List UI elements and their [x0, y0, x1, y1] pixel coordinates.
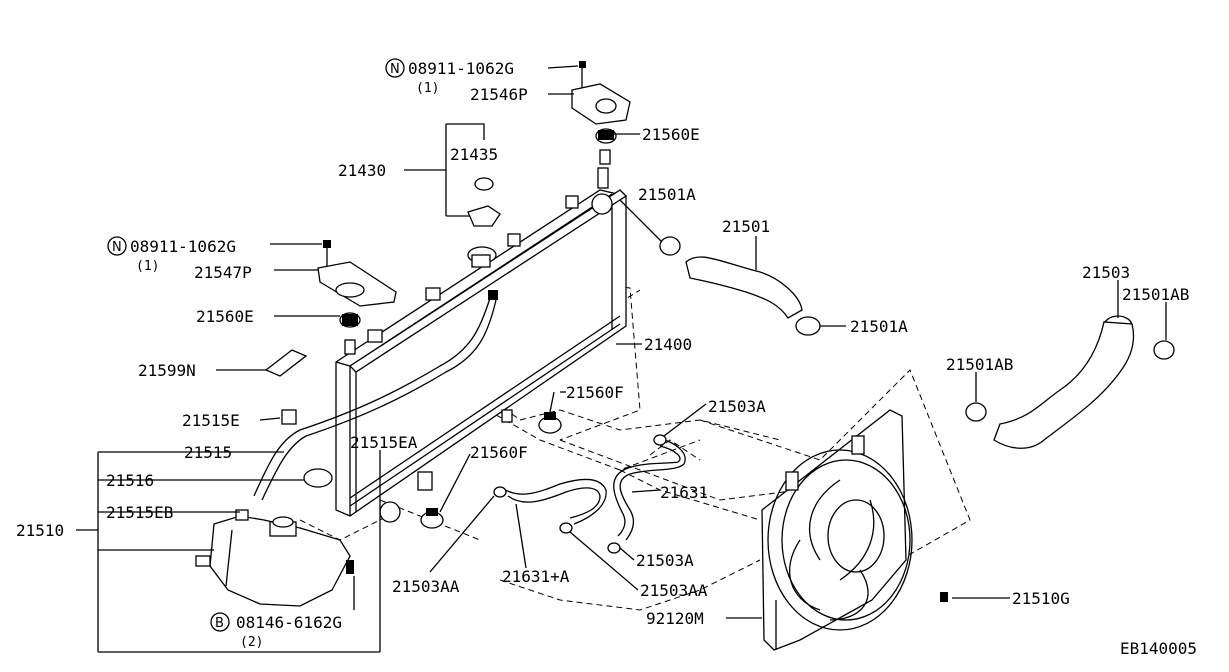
label-mount-top: 21560E	[642, 125, 700, 144]
n-symbol-circle-top	[385, 58, 405, 78]
reservoir-tank	[195, 509, 354, 607]
cap-assembly	[445, 123, 501, 227]
label-mount-left: 21560E	[196, 307, 254, 326]
fan-shroud	[761, 409, 948, 651]
label-cap-assy: 21430	[338, 161, 386, 180]
diagram-code: EB140005	[1120, 639, 1197, 658]
label-n-bolt-left-qty: (1)	[136, 259, 159, 274]
label-clip-21515e: 21515E	[182, 411, 240, 430]
label-drain-hose-a: 21631+A	[502, 567, 570, 586]
label-drain-hose: 21631	[660, 483, 708, 502]
label-cap-seal: 21435	[450, 145, 498, 164]
top-bracket-assembly	[571, 61, 631, 165]
label-reservoir-cap: 21516	[106, 471, 154, 490]
label-reservoir-hose-ea: 21515EA	[350, 433, 418, 452]
label-clamp-21503a-top: 21503A	[708, 397, 766, 416]
label-n-bolt-top-qty: (1)	[416, 81, 439, 96]
label-radiator: 21400	[644, 335, 692, 354]
label-upper-clamp-b: 21501A	[850, 317, 908, 336]
label-fan-shroud: 92120M	[646, 609, 704, 628]
label-lower-hose: 21503	[1082, 263, 1130, 282]
label-lower-clamp-ab-top: 21501AB	[1122, 285, 1189, 304]
reservoir-cap-part	[303, 468, 333, 488]
b-symbol: B	[215, 616, 224, 631]
label-clamp-21503aa-left: 21503AA	[392, 577, 460, 596]
left-bracket-assembly	[317, 240, 397, 355]
label-n-bolt-left: 08911-1062G	[130, 237, 236, 256]
label-bracket-left: 21547P	[194, 263, 252, 282]
label-upper-clamp-a: 21501A	[638, 185, 696, 204]
part-labels: N 08911-1062G (1) 21546P 21560E 21430 21…	[16, 58, 1197, 658]
label-shroud-bolt: 21510G	[1012, 589, 1070, 608]
lower-mounts	[420, 412, 562, 529]
label-mount-f2: 21560F	[470, 443, 528, 462]
n-symbol-circle-left	[107, 236, 127, 256]
label-plate	[264, 349, 308, 377]
label-b-bolt: 08146-6162G	[236, 613, 342, 632]
label-reservoir-hose: 21515	[184, 443, 232, 462]
label-b-bolt-qty: (2)	[240, 635, 263, 650]
leader-lines	[76, 65, 1167, 653]
n-symbol-top: N	[390, 62, 400, 77]
n-symbol-left: N	[112, 240, 122, 255]
drain-hoses	[493, 434, 686, 554]
label-plate-21599n: 21599N	[138, 361, 196, 380]
label-clamp-21503a-bottom: 21503A	[636, 551, 694, 570]
label-clamp-21503aa-right: 21503AA	[640, 581, 708, 600]
label-upper-hose: 21501	[722, 217, 770, 236]
reservoir-hose	[253, 290, 498, 501]
label-n-bolt-top: 08911-1062G	[408, 59, 514, 78]
b-symbol-circle	[210, 612, 230, 632]
label-lower-clamp-ab-mid: 21501AB	[946, 355, 1013, 374]
upper-hose	[659, 236, 821, 336]
label-mount-f1: 21560F	[566, 383, 624, 402]
label-reservoir-clip-eb: 21515EB	[106, 503, 173, 522]
label-bracket-top: 21546P	[470, 85, 528, 104]
lower-hose	[965, 315, 1175, 449]
label-reservoir-tank: 21510	[16, 521, 64, 540]
